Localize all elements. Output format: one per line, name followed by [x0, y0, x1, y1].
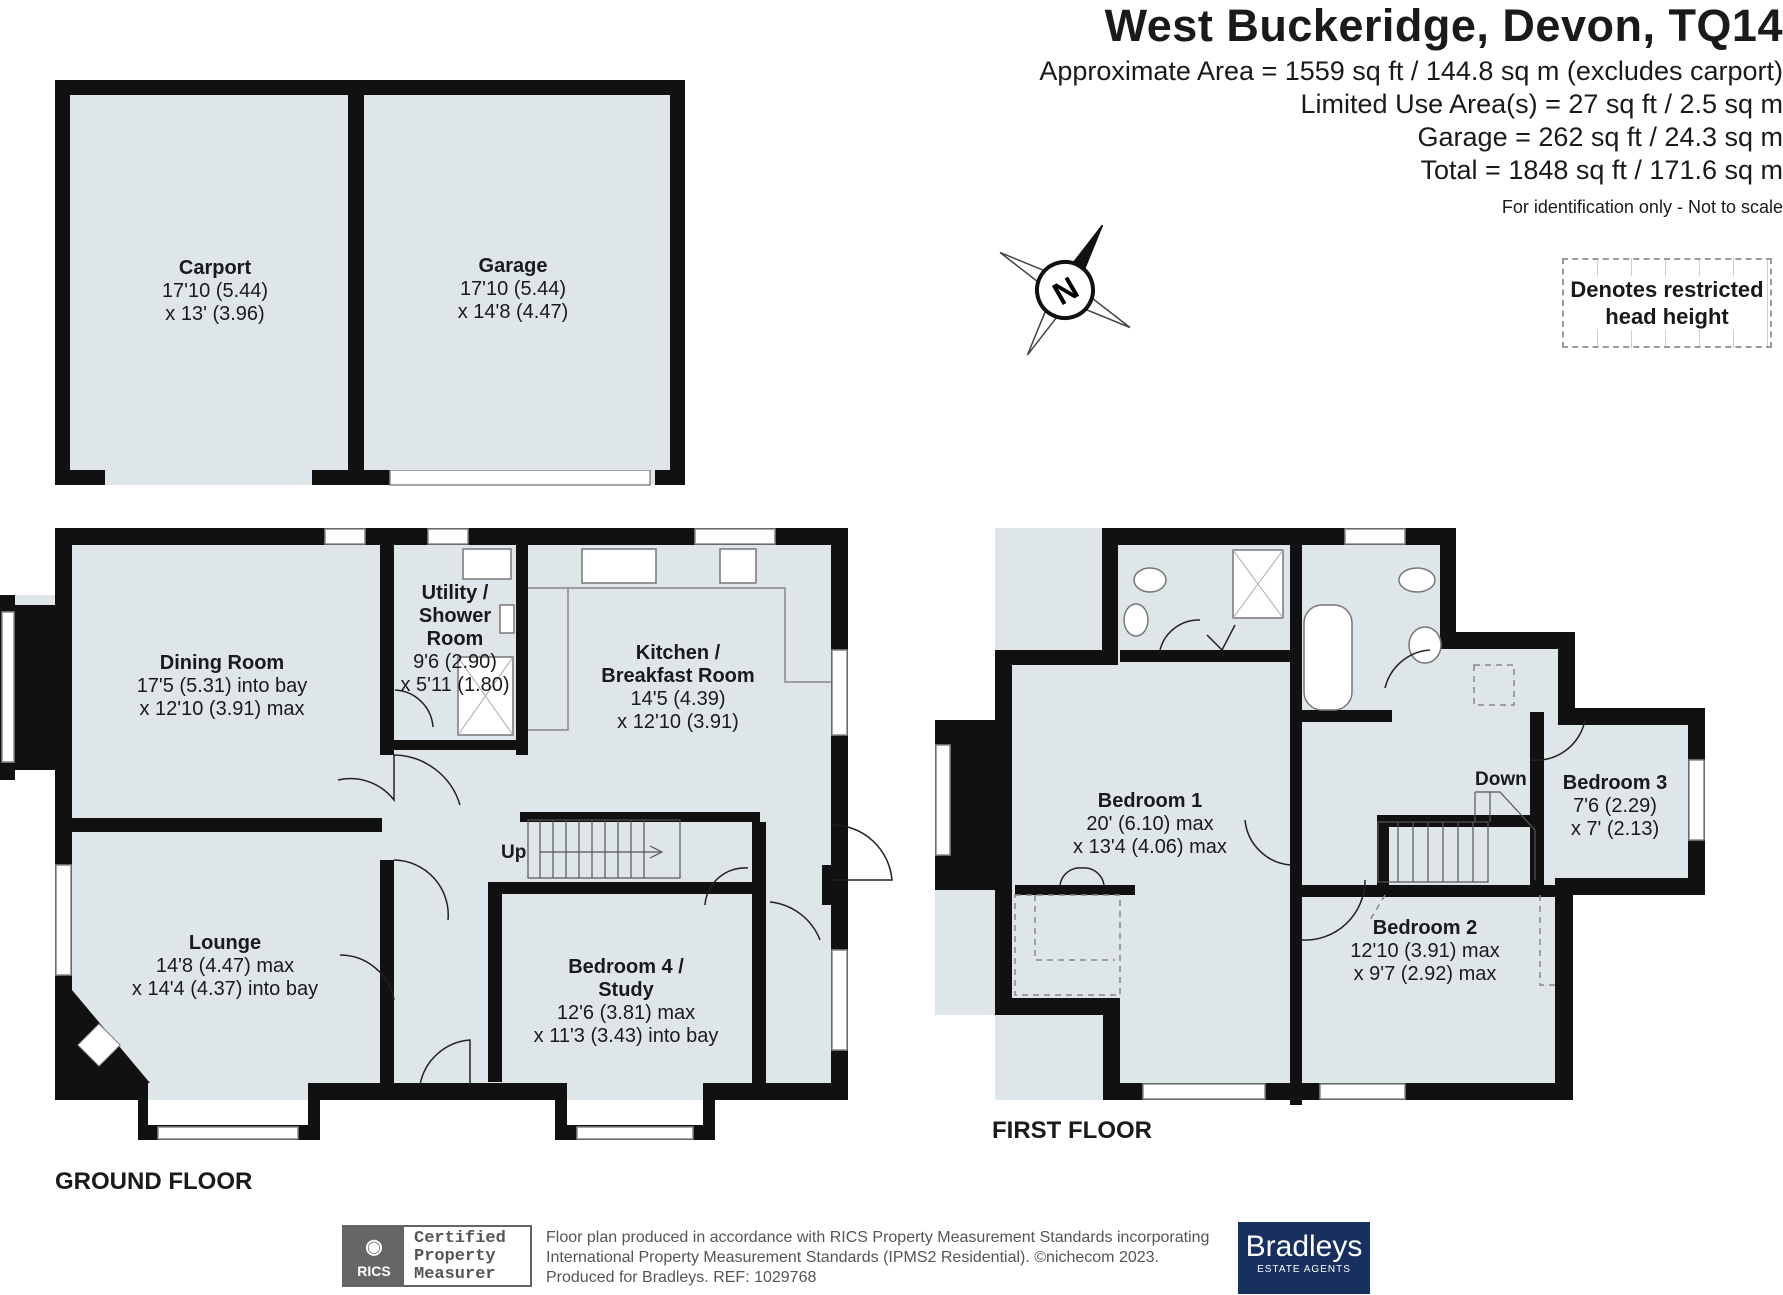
brand-name: Bradleys [1245, 1230, 1363, 1263]
room-bedroom-2: Bedroom 2 12'10 (3.91) max x 9'7 (2.92) … [1325, 917, 1525, 986]
room-dimension: x 13' (3.96) [165, 303, 265, 325]
room-dimension: x 11'3 (3.43) into bay [533, 1025, 719, 1047]
room-dimension: 7'6 (2.29) [1573, 795, 1657, 817]
restricted-height-legend: Denotes restricted head height [1562, 258, 1772, 348]
first-floor-label: FIRST FLOOR [992, 1117, 1152, 1144]
room-dimension: 12'10 (3.91) max [1350, 940, 1500, 962]
footer-credits: Floor plan produced in accordance with R… [546, 1228, 1209, 1288]
room-dimension: 17'5 (5.31) into bay [136, 675, 308, 697]
room-lounge: Lounge 14'8 (4.47) max x 14'4 (4.37) int… [110, 932, 340, 1001]
room-dimension: x 14'8 (4.47) [457, 301, 569, 323]
room-dimension: 17'10 (5.44) [459, 278, 567, 300]
room-dimension: 9'6 (2.90) [413, 651, 497, 673]
credit-line: Floor plan produced in accordance with R… [546, 1229, 1210, 1246]
room-bedroom-3: Bedroom 3 7'6 (2.29) x 7' (2.13) [1550, 772, 1680, 841]
room-name: Bedroom 2 [1372, 917, 1478, 939]
room-name: Lounge [188, 932, 262, 954]
room-dimension: x 13'4 (4.06) max [1073, 836, 1227, 858]
room-dimension: x 5'11 (1.80) [400, 674, 510, 696]
stairs-up-label: Up [501, 842, 527, 863]
credit-line: Produced for Bradleys. REF: 1029768 [546, 1269, 817, 1286]
room-name: Bedroom 3 [1562, 772, 1668, 794]
brand-subtitle: ESTATE AGENTS [1257, 1264, 1351, 1275]
rics-badge-text: Certified Property Measurer [414, 1229, 506, 1284]
rics-logo-text: RICS [357, 1263, 391, 1279]
room-dimension: x 12'10 (3.91) [617, 711, 739, 733]
garage-area: Garage = 262 sq ft / 24.3 sq m [1417, 122, 1783, 152]
room-bedroom-1: Bedroom 1 20' (6.10) max x 13'4 (4.06) m… [1050, 790, 1250, 859]
room-dimension: 12'6 (3.81) max [556, 1002, 696, 1024]
room-dimension: x 9'7 (2.92) max [1353, 963, 1497, 985]
bradleys-logo: Bradleys ESTATE AGENTS [1238, 1222, 1370, 1294]
room-utility: Utility / Shower Room 9'6 (2.90) x 5'11 … [390, 582, 520, 697]
room-carport: Carport 17'10 (5.44) x 13' (3.96) [110, 257, 320, 326]
room-name: Kitchen / Breakfast Room [601, 642, 755, 687]
first-floor-plan [935, 528, 1705, 1105]
total-area: Total = 1848 sq ft / 171.6 sq m [1420, 155, 1783, 185]
room-name: Utility / Shower Room [418, 582, 492, 650]
room-dimension: 17'10 (5.44) [161, 280, 269, 302]
room-dimension: x 12'10 (3.91) max [139, 698, 305, 720]
rics-certified-badge: ◉ RICS Certified Property Measurer [342, 1225, 532, 1287]
approximate-area: Approximate Area = 1559 sq ft / 144.8 sq… [1039, 56, 1783, 86]
room-dimension: 14'5 (4.39) [630, 688, 726, 710]
ground-floor-label: GROUND FLOOR [55, 1168, 253, 1195]
limited-use-area: Limited Use Area(s) = 27 sq ft / 2.5 sq … [1300, 89, 1783, 119]
ground-floor-plan [0, 528, 893, 1140]
room-dimension: 14'8 (4.47) max [155, 955, 295, 977]
property-title: West Buckeridge, Devon, TQ14 [1104, 0, 1783, 51]
room-bedroom-4: Bedroom 4 / Study 12'6 (3.81) max x 11'3… [516, 956, 736, 1048]
credit-line: International Property Measurement Stand… [546, 1249, 1159, 1266]
room-dining: Dining Room 17'5 (5.31) into bay x 12'10… [102, 652, 342, 721]
room-kitchen: Kitchen / Breakfast Room 14'5 (4.39) x 1… [578, 642, 778, 734]
carport-garage-block [55, 80, 685, 486]
room-name: Carport [178, 257, 252, 279]
rics-logo: ◉ RICS [344, 1227, 404, 1285]
room-name: Dining Room [159, 652, 285, 674]
room-name: Bedroom 1 [1097, 790, 1203, 812]
stairs-down-label: Down [1475, 769, 1527, 790]
rics-seal-icon: ◉ [365, 1236, 383, 1258]
compass-rose [999, 224, 1131, 356]
room-garage: Garage 17'10 (5.44) x 14'8 (4.47) [408, 255, 618, 324]
room-dimension: 20' (6.10) max [1086, 813, 1214, 835]
room-dimension: x 7' (2.13) [1570, 818, 1660, 840]
scale-note: For identification only - Not to scale [1501, 197, 1783, 217]
room-name: Garage [478, 255, 548, 277]
room-dimension: x 14'4 (4.37) into bay [131, 978, 319, 1000]
legend-text: Denotes restricted head height [1570, 276, 1764, 330]
room-name: Bedroom 4 / Study [568, 956, 684, 1001]
